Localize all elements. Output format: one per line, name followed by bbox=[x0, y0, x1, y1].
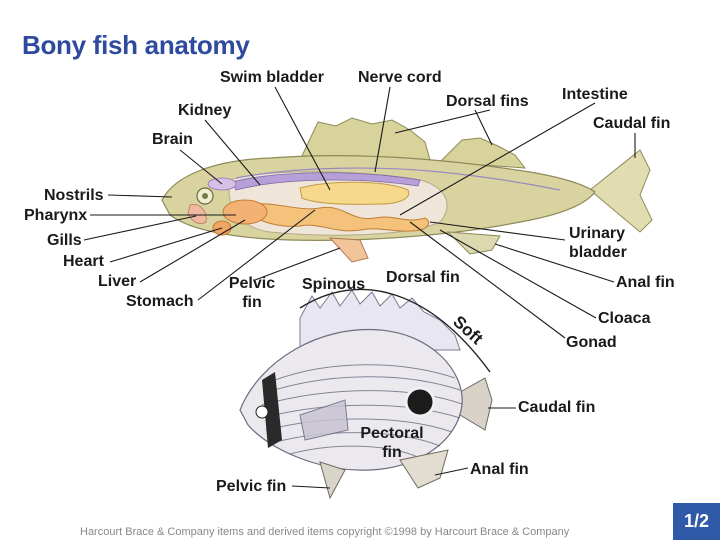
label-liver: Liver bbox=[98, 273, 137, 290]
label-spinous: Spinous bbox=[302, 276, 366, 293]
label-pelvic-fin-top: Pelvic fin bbox=[228, 275, 276, 311]
copyright-footer: Harcourt Brace & Company items and deriv… bbox=[80, 526, 570, 538]
perch-anal-fin bbox=[446, 231, 501, 255]
label-cloaca: Cloaca bbox=[598, 310, 651, 327]
label-stomach: Stomach bbox=[126, 293, 194, 310]
perch-illustration bbox=[161, 117, 653, 263]
leader-lines bbox=[83, 86, 636, 489]
label-kidney: Kidney bbox=[178, 102, 232, 119]
label-caudal-fin-bottom: Caudal fin bbox=[518, 399, 596, 416]
perch-nerve-cord bbox=[235, 167, 561, 191]
label-pharynx: Pharynx bbox=[24, 207, 88, 224]
perch-swim-bladder bbox=[299, 181, 410, 205]
label-pectoral-fin: Pectoral fin bbox=[360, 425, 424, 461]
soft-dorsal-bracket bbox=[299, 288, 491, 373]
label-urinary-bladder: Urinary bladder bbox=[569, 225, 627, 261]
perch-gills bbox=[187, 204, 207, 224]
perch-caudal-fin bbox=[589, 149, 653, 233]
label-swim-bladder: Swim bladder bbox=[220, 69, 325, 86]
label-gonad: Gonad bbox=[566, 334, 617, 351]
label-intestine: Intestine bbox=[562, 86, 628, 103]
perch-kidney bbox=[231, 172, 421, 191]
label-heart: Heart bbox=[63, 253, 104, 270]
butterflyfish-pectoral-fin bbox=[299, 399, 349, 441]
butterflyfish-eye bbox=[255, 405, 269, 419]
label-anal-fin-top: Anal fin bbox=[616, 274, 675, 291]
label-dorsal-fin: Dorsal fin bbox=[386, 269, 460, 286]
butterflyfish-illustration bbox=[239, 289, 493, 500]
butterflyfish-pelvic-fin bbox=[319, 461, 346, 500]
perch-spiny-dorsal-fin bbox=[299, 117, 431, 161]
label-nerve-cord: Nerve cord bbox=[358, 69, 442, 86]
butterflyfish-eye-spot bbox=[404, 386, 436, 418]
perch-intestine bbox=[249, 203, 430, 232]
label-gills: Gills bbox=[47, 232, 82, 249]
label-dorsal-fins: Dorsal fins bbox=[446, 93, 529, 110]
label-anal-fin-bottom: Anal fin bbox=[470, 461, 529, 478]
label-caudal-fin-top: Caudal fin bbox=[593, 115, 671, 132]
page-number-badge: 1/2 bbox=[673, 503, 720, 540]
butterflyfish-eye-band bbox=[262, 372, 282, 448]
perch-soft-dorsal-fin bbox=[438, 137, 527, 169]
label-brain: Brain bbox=[152, 131, 193, 148]
label-nostrils: Nostrils bbox=[44, 187, 104, 204]
butterflyfish-body bbox=[239, 328, 463, 471]
label-pelvic-fin-bottom: Pelvic fin bbox=[216, 478, 287, 495]
perch-pelvic-fin bbox=[328, 237, 369, 263]
page-title: Bony fish anatomy bbox=[22, 30, 250, 60]
perch-liver bbox=[222, 199, 268, 225]
butterflyfish-anal-fin bbox=[399, 449, 449, 489]
